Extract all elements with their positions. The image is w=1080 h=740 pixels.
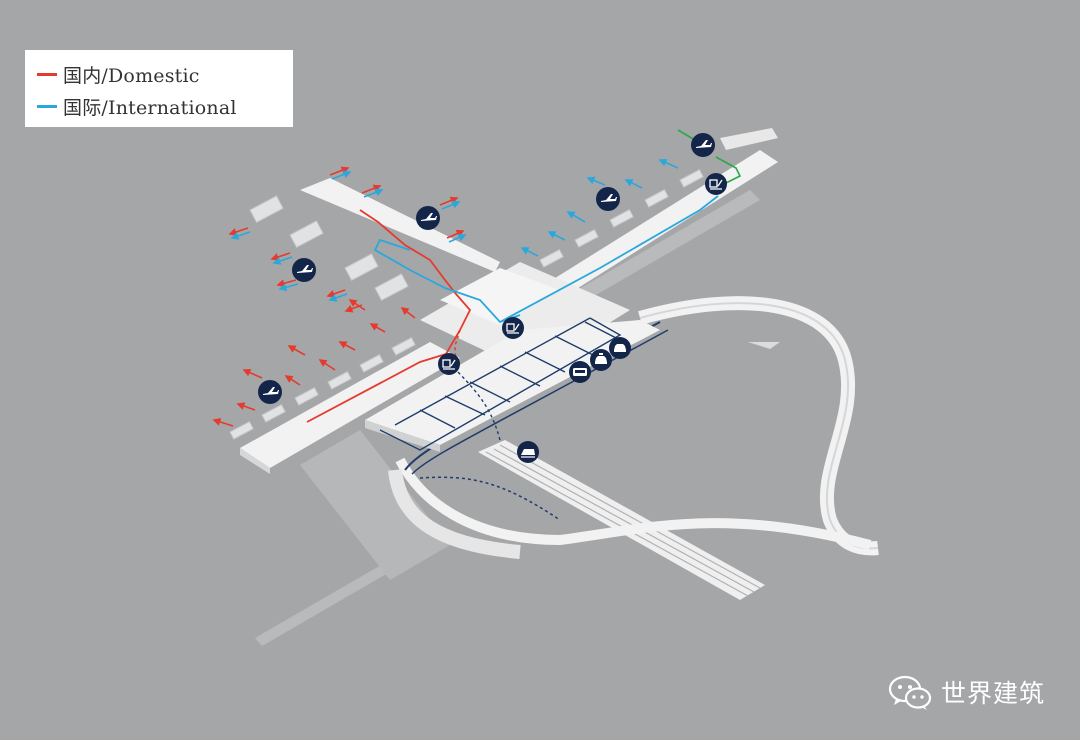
airplane-icon (258, 380, 282, 404)
south-west-concourse (240, 342, 460, 468)
airplane-icon (416, 206, 440, 230)
legend: 国内/Domestic 国际/International (25, 50, 293, 127)
central-processor (420, 262, 630, 372)
gate-bridges (229, 168, 704, 440)
international-swatch (37, 104, 57, 108)
flyover-road (395, 457, 872, 550)
baggage-claim-icon (502, 317, 524, 339)
north-west-concourse (300, 178, 500, 272)
legend-item-domestic: 国内/Domestic (37, 58, 293, 90)
road-arrow-marker (748, 342, 780, 349)
pier-shadow-right (560, 190, 760, 310)
international-route (373, 195, 719, 324)
map-icons (258, 133, 727, 463)
airplane-icon (292, 258, 316, 282)
airplane-icon (596, 187, 620, 211)
railway (478, 440, 765, 600)
domestic-swatch (37, 72, 57, 76)
legend-item-international: 国际/International (37, 90, 293, 122)
taxi-icon (590, 349, 612, 371)
watermark-text: 世界建筑 (941, 679, 1046, 708)
baggage-claim-icon (438, 353, 460, 375)
airplane-icon (691, 133, 715, 157)
rail-link (457, 371, 501, 441)
domestic-route (306, 209, 472, 423)
car-icon (609, 337, 631, 359)
ground-shadows (255, 190, 760, 646)
wechat-icon (888, 675, 932, 710)
flow-routes (306, 129, 742, 441)
legend-label-international: 国际/International (63, 96, 237, 119)
pier-shadow-left (300, 430, 450, 580)
baggage-claim-icon (705, 173, 727, 195)
bus-icon (569, 361, 591, 383)
watermark: 世界建筑 (887, 668, 1045, 716)
curb-road (388, 469, 521, 559)
parking-grid (379, 317, 622, 451)
legend-label-domestic: 国内/Domestic (63, 64, 200, 87)
train-icon (517, 441, 539, 463)
